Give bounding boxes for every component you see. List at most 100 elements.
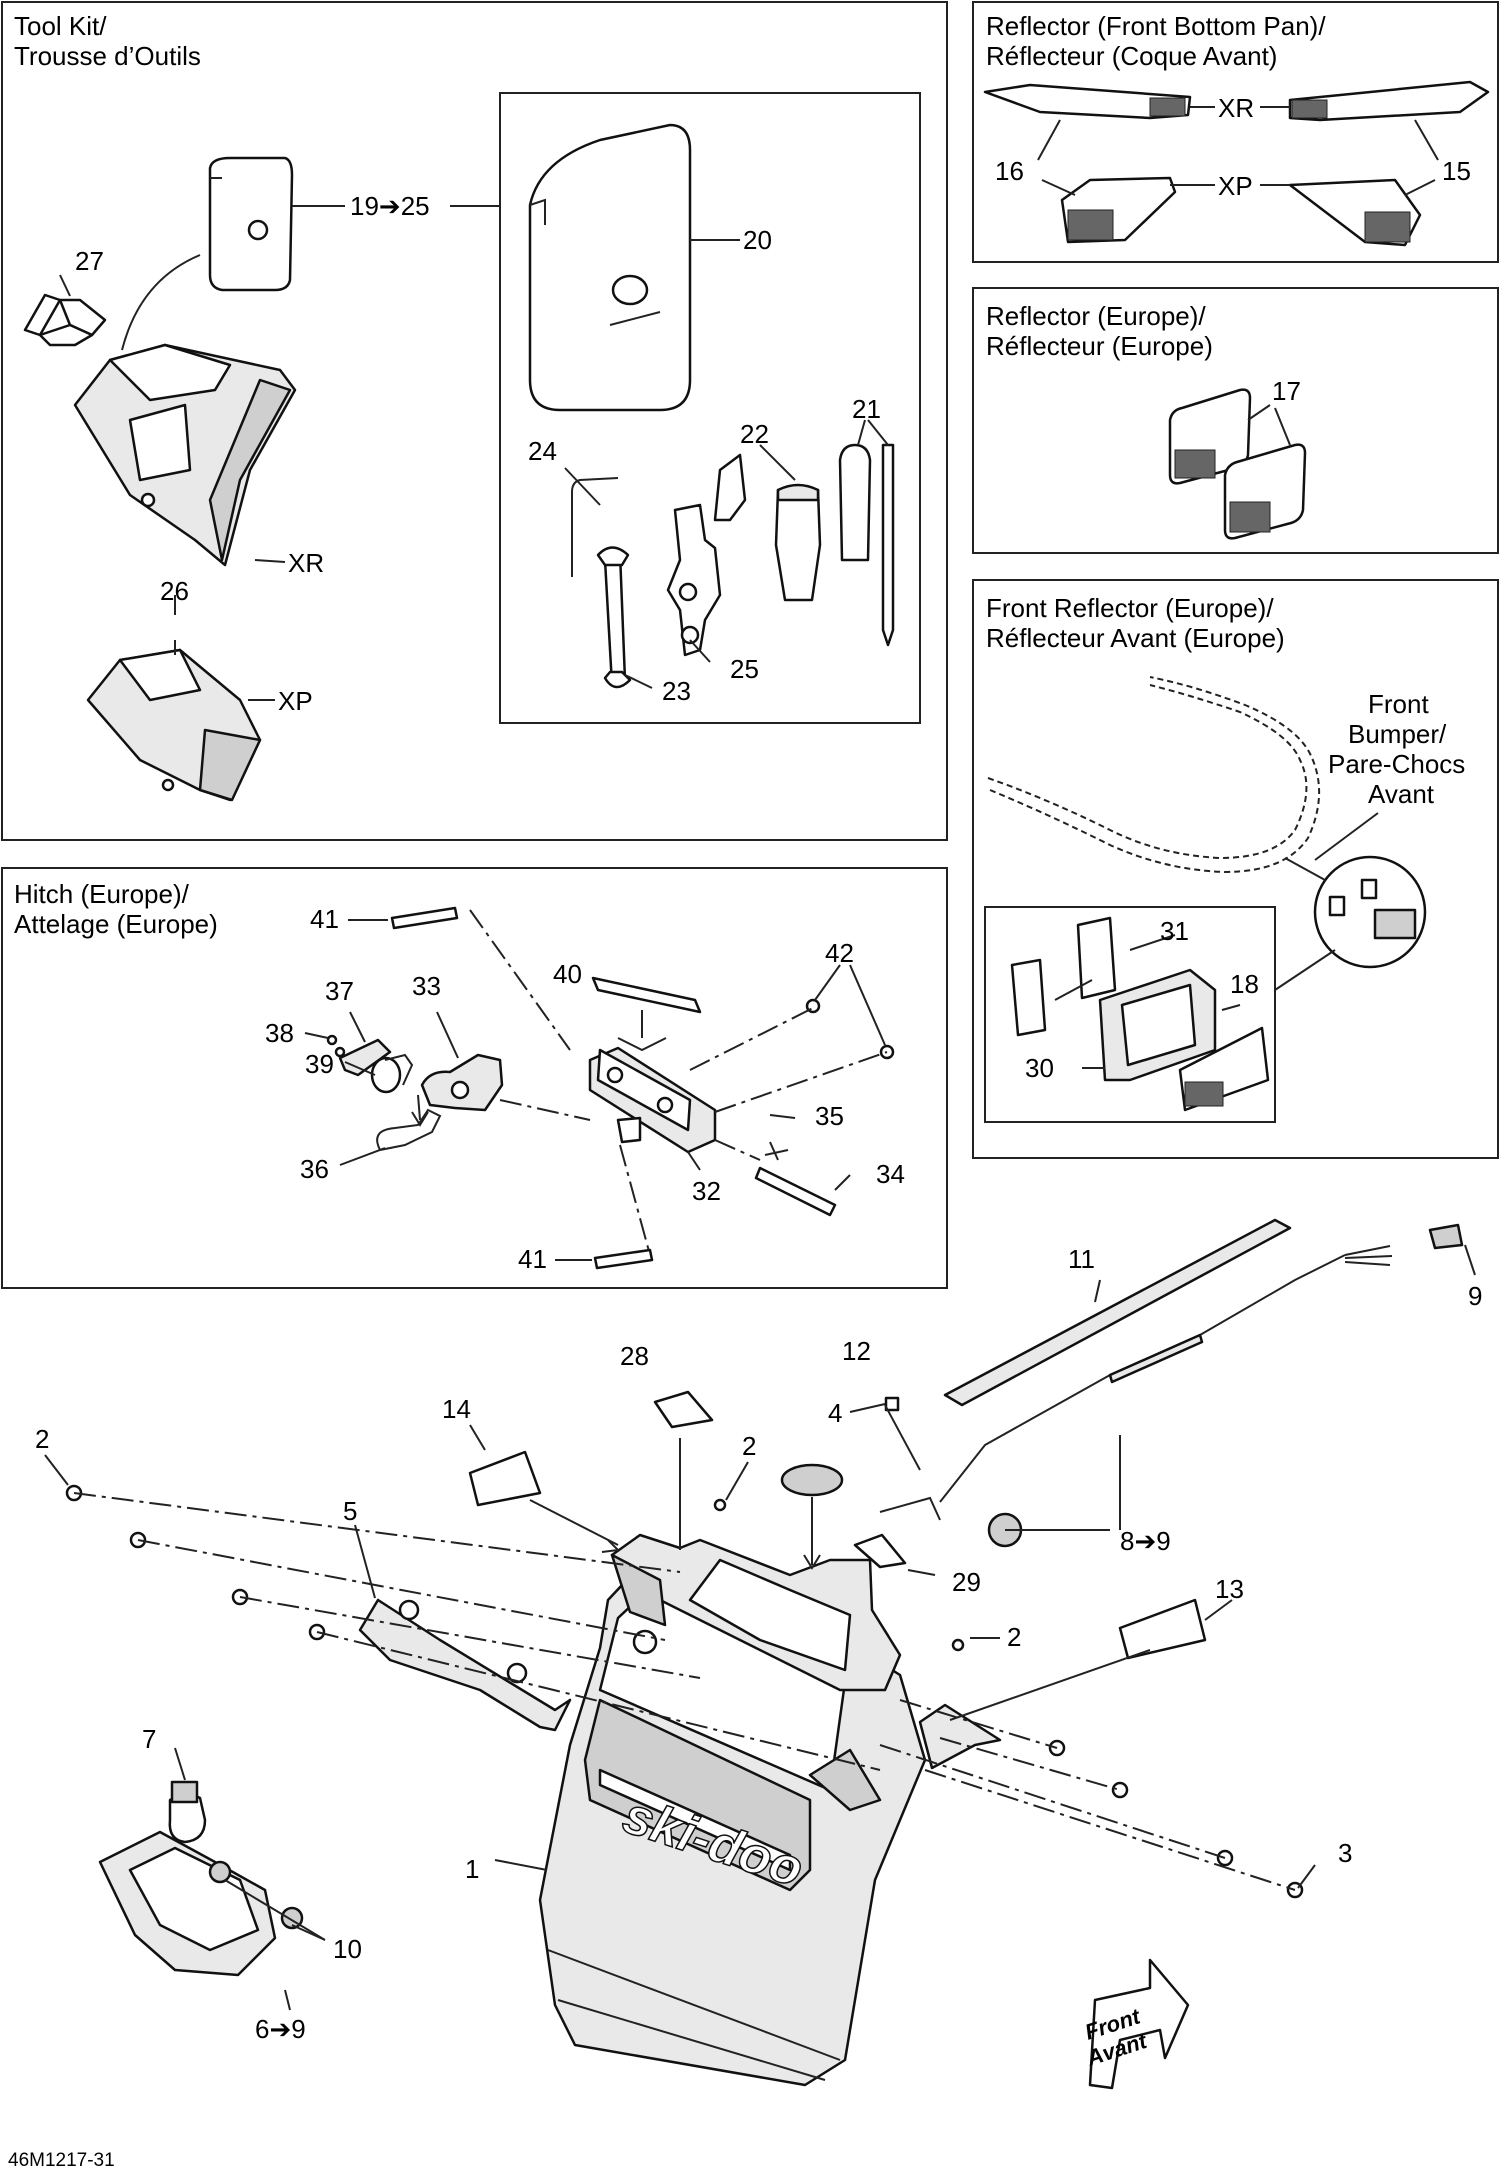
hitch-bracket-32 [588,1046,717,1154]
callout-2-mid: 2 [742,1431,756,1461]
hitch-bolt-41-bottom [593,1248,654,1270]
screwdriver-21 [838,443,895,647]
callout-37: 37 [325,976,354,1006]
label-xp-tool: XP [278,686,313,716]
callout-28: 28 [620,1341,649,1371]
light-strip-11 [943,1218,1292,1407]
bulb-7 [168,1780,207,1844]
front-reflector-title-en: Front Reflector (Europe)/ [986,593,1274,623]
callout-15: 15 [1442,156,1471,186]
front-reflector-inner-frame [984,906,1276,1123]
label-xr-reflector: XR [1218,93,1254,123]
callout-10: 10 [333,1934,362,1964]
callout-24: 24 [528,436,557,466]
reflector-europe-title-fr: Réflecteur (Europe) [986,331,1213,361]
callout-1: 1 [465,1854,479,1884]
callout-25: 25 [730,654,759,684]
side-plate-13 [918,1703,1002,1770]
hitch-clip-35 [764,1141,789,1161]
callout-7: 7 [142,1724,156,1754]
callout-30: 30 [1025,1053,1054,1083]
socket-22 [774,483,822,602]
callout-22: 22 [740,419,769,449]
reflector-housing-30 [1098,968,1217,1082]
grommet-10-a [208,1860,232,1884]
tool-bag-small [208,156,294,292]
callout-39: 39 [305,1049,334,1079]
clip-27 [23,293,107,347]
callout-20: 20 [743,225,772,255]
callout-16: 16 [995,156,1024,186]
reflector-pan-title-fr: Réflecteur (Coque Avant) [986,41,1277,71]
tool-kit-inner-frame [499,92,921,724]
hitch-plate-40 [591,976,702,1014]
front-reflector-europe-frame [972,579,1499,1159]
callout-27: 27 [75,246,104,276]
reflector-bracket-31 [1010,916,1117,1037]
callout-26: 26 [160,576,189,606]
callout-5: 5 [343,1496,357,1526]
tool-bag-large [528,123,692,412]
callout-34: 34 [876,1159,905,1189]
callout-23: 23 [662,676,691,706]
front-direction-arrow [1088,1958,1190,2090]
screw-12 [884,1396,900,1412]
callout-41-bottom: 41 [518,1244,547,1274]
decal-29 [853,1533,907,1569]
front-reflector-title-fr: Réflecteur Avant (Europe) [986,623,1285,653]
tool-kit-frame [1,1,948,841]
callout-8-9: 8➔9 [1120,1526,1171,1556]
hood-upper-housing [610,1533,902,1692]
callout-6-9: 6➔9 [255,2014,306,2044]
hitch-pin-34 [754,1166,837,1217]
front-bumper [987,676,1321,874]
callout-35: 35 [815,1101,844,1131]
callout-38: 38 [265,1018,294,1048]
hitch-coupler-33 [420,1053,504,1112]
callout-40: 40 [553,959,582,989]
hitch-title-fr: Attelage (Europe) [14,909,218,939]
callout-36: 36 [300,1154,329,1184]
label-xp-reflector: XP [1218,171,1253,201]
reflector-strip-left-xr [983,83,1192,120]
callout-29: 29 [952,1567,981,1597]
callout-4: 4 [828,1398,842,1428]
tool-kit-mount-xp [86,648,262,802]
cover-plate-5 [358,1598,572,1732]
callout-18: 18 [1230,969,1259,999]
decal-14 [468,1450,542,1507]
callout-41-top: 41 [310,904,339,934]
reflector-left-xp [1060,176,1177,244]
front-bumper-note-2: Bumper/ [1348,719,1447,749]
front-bumper-note-3: Pare-Chocs [1328,749,1465,779]
callout-11: 11 [1068,1244,1095,1274]
harness-8 [879,1245,1393,1521]
decal-13 [1118,1598,1207,1660]
callout-2-left: 2 [35,1424,49,1454]
allen-key-24 [571,477,619,577]
label-xr-tool: XR [288,548,324,578]
callout-2-right: 2 [1007,1622,1021,1652]
callout-32: 32 [692,1176,721,1206]
reflector-17-a [1168,388,1252,485]
tool-kit-title-fr: Trousse d’Outils [14,41,201,71]
tool-kit-title-en: Tool Kit/ [14,11,107,41]
hitch-cap-39 [370,1053,414,1094]
callout-17: 17 [1272,376,1301,406]
callout-19-25: 19➔25 [350,191,430,221]
hitch-screw-38-b [334,1046,346,1058]
callout-3: 3 [1338,1838,1352,1868]
tool-kit-mount-xr [73,343,297,567]
wrench-23 [596,546,632,689]
reflector-bottom-pan-frame [972,1,1499,263]
reflector-lens-18 [1178,1026,1270,1112]
connector-9 [1428,1223,1464,1250]
detail-circle [1313,855,1427,969]
screw-2-b [951,1638,965,1652]
reflector-pan-title-en: Reflector (Front Bottom Pan)/ [986,11,1326,41]
hitch-pin-36 [376,1108,442,1152]
hitch-bolt-41-top [390,906,459,930]
screw-2-a [713,1498,727,1512]
reflector-right-xp [1288,178,1422,247]
